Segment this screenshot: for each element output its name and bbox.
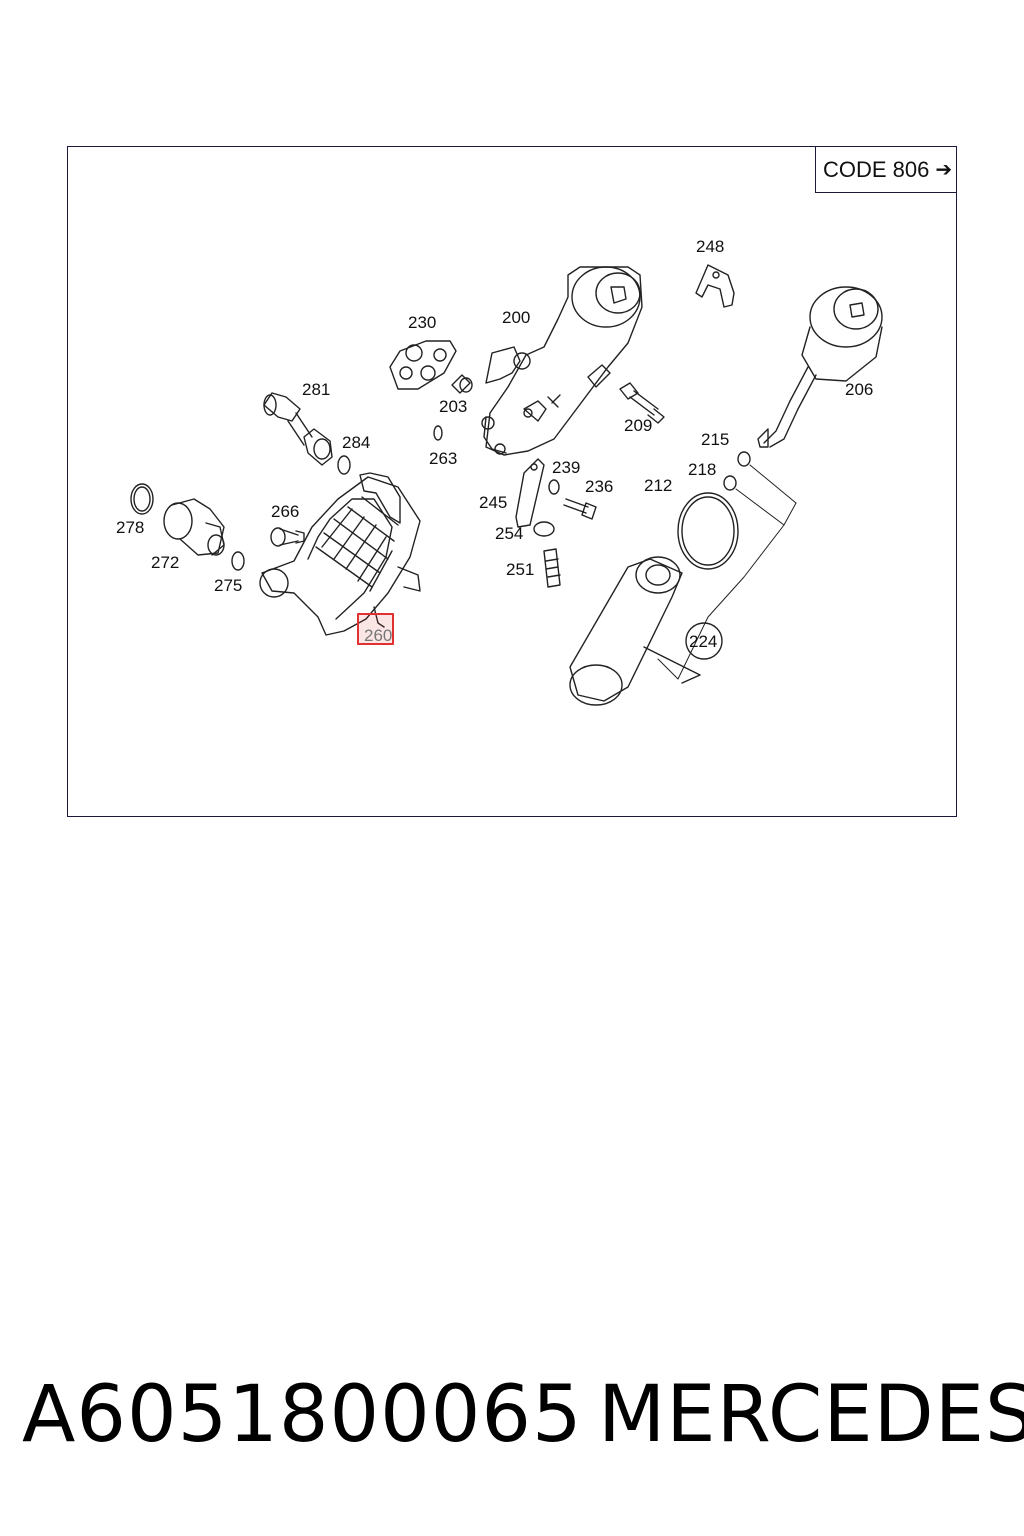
callout-230: 230 bbox=[408, 313, 436, 332]
callout-266: 266 bbox=[271, 502, 299, 521]
part-215-o-ring bbox=[737, 451, 751, 467]
part-203-sleeve bbox=[451, 374, 473, 394]
highlight-260-box bbox=[357, 613, 394, 645]
callout-281: 281 bbox=[302, 380, 330, 399]
part-248-bracket bbox=[695, 264, 735, 308]
part-278-o-ring bbox=[130, 483, 154, 515]
part-230-gasket bbox=[389, 340, 457, 390]
callout-215: 215 bbox=[701, 430, 729, 449]
part-263-o-ring bbox=[433, 425, 443, 441]
callout-263: 263 bbox=[429, 449, 457, 468]
callout-200: 200 bbox=[502, 308, 530, 327]
part-212-seal-ring bbox=[677, 492, 739, 570]
part-224-filter-element bbox=[569, 556, 723, 706]
brand-name: MERCEDES bbox=[598, 1370, 1024, 1460]
callout-254: 254 bbox=[495, 524, 523, 543]
part-254-washer bbox=[533, 521, 555, 537]
callout-248: 248 bbox=[696, 237, 724, 256]
callout-224: 224 bbox=[689, 632, 717, 651]
part-218-o-ring bbox=[723, 475, 737, 491]
part-200-filter-housing bbox=[481, 266, 643, 456]
callout-272: 272 bbox=[151, 553, 179, 572]
code-806-badge: CODE 806 ➔ bbox=[815, 146, 957, 193]
callout-284: 284 bbox=[342, 433, 370, 452]
callout-245: 245 bbox=[479, 493, 507, 512]
callout-206: 206 bbox=[845, 380, 873, 399]
callout-209: 209 bbox=[624, 416, 652, 435]
footer-caption: A6051800065 MERCEDES bbox=[0, 1370, 1024, 1470]
callout-260[interactable]: 260 bbox=[364, 626, 392, 645]
callout-212: 212 bbox=[644, 476, 672, 495]
exploded-view-drawing: 200 203 206 209 212 215 218 224 230 236 … bbox=[116, 237, 883, 706]
callout-239: 239 bbox=[552, 458, 580, 477]
part-245-plate bbox=[515, 458, 545, 528]
part-239-washer bbox=[548, 479, 560, 495]
callout-218: 218 bbox=[688, 460, 716, 479]
part-251-screw bbox=[543, 548, 561, 588]
arrow-right-icon: ➔ bbox=[935, 159, 953, 181]
part-209-bolt bbox=[619, 382, 665, 424]
callout-circle-224 bbox=[685, 622, 723, 660]
callout-275: 275 bbox=[214, 576, 242, 595]
part-281-connector bbox=[263, 392, 333, 466]
part-236-bolt bbox=[563, 498, 597, 520]
part-206-filter-cap bbox=[757, 286, 883, 448]
part-284-o-ring bbox=[337, 455, 351, 475]
callout-203: 203 bbox=[439, 397, 467, 416]
callout-278: 278 bbox=[116, 518, 144, 537]
code-label: CODE 806 bbox=[823, 156, 930, 182]
part-number: A6051800065 bbox=[22, 1370, 583, 1460]
parts-diagram: 200 203 206 209 212 215 218 224 230 236 … bbox=[67, 146, 957, 817]
callout-236: 236 bbox=[585, 477, 613, 496]
part-275-o-ring bbox=[231, 551, 245, 571]
part-260-oil-cooler bbox=[259, 472, 421, 636]
callout-251: 251 bbox=[506, 560, 534, 579]
part-272-plug bbox=[163, 498, 225, 556]
part-266-screw bbox=[270, 527, 305, 547]
